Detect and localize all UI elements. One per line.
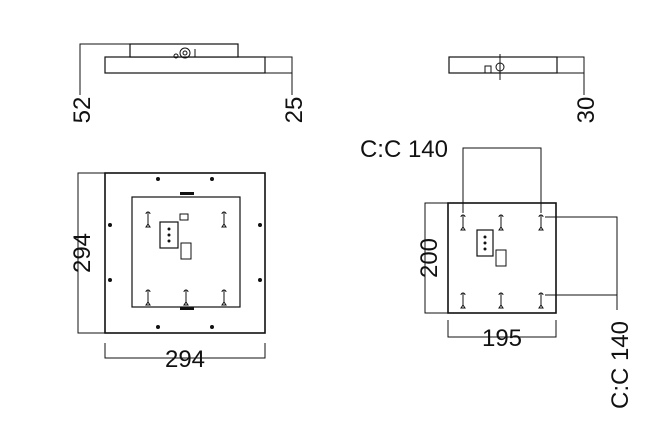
fixture-mount-plate <box>129 43 239 58</box>
dimension-cc140-vertical: C:C 140 <box>545 216 634 409</box>
fixture-rear-view <box>104 172 266 334</box>
fixture-outline <box>104 172 266 334</box>
dim-label-cc140-horizontal: C:C 140 <box>360 136 448 163</box>
dimension-195: 195 <box>447 320 557 352</box>
dim-label-200: 200 <box>416 238 443 278</box>
keyhole-slot-icon <box>460 214 544 309</box>
dim-label-195: 195 <box>482 325 522 352</box>
bracket-profile <box>448 56 558 74</box>
bracket-outline <box>447 202 557 314</box>
dim-label-294-width: 294 <box>165 346 205 373</box>
keyhole-slot-icon <box>145 211 227 306</box>
dimension-52: 52 <box>69 43 130 124</box>
dim-label-25: 25 <box>281 97 308 124</box>
dimension-200: 200 <box>416 202 448 314</box>
fixture-panel <box>104 56 266 74</box>
bracket-side-view <box>448 54 558 80</box>
dimension-294-horizontal: 294 <box>104 343 266 373</box>
fixture-bracket-area <box>131 196 241 308</box>
dimension-25: 25 <box>265 56 308 124</box>
dim-label-30: 30 <box>573 97 600 124</box>
bracket-rear-view <box>447 202 557 314</box>
dim-label-cc140-vertical: C:C 140 <box>607 321 634 409</box>
fixture-connector-icon <box>179 47 191 59</box>
dimension-294-vertical: 294 <box>69 172 105 334</box>
fixture-side-view <box>104 43 266 74</box>
dim-label-294-side: 294 <box>69 233 96 273</box>
dimension-cc140-horizontal: C:C 140 <box>360 136 542 213</box>
dimension-30: 30 <box>557 56 600 124</box>
dim-label-52: 52 <box>69 97 96 124</box>
